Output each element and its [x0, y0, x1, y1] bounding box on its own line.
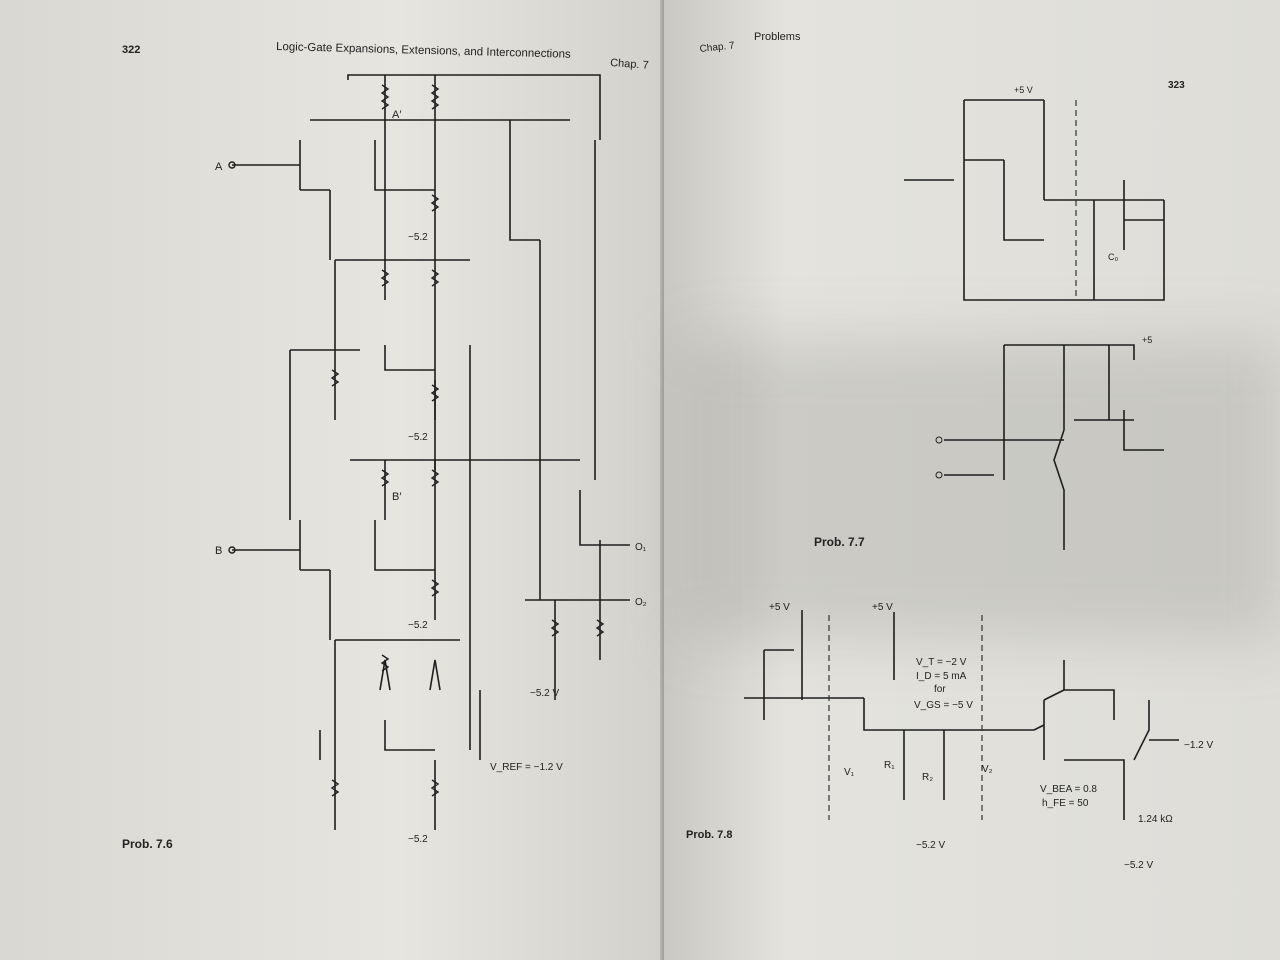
hfe-spec: h_FE = 50 — [1042, 798, 1089, 809]
supply-label: −5.2 V — [916, 840, 946, 851]
right-page: Chap. 7 Problems 323 +5 V C₀ +5 Prob. 7.… — [664, 0, 1280, 960]
output-1-label: O₁ — [635, 542, 647, 553]
supply-label: −5.2 — [408, 232, 428, 243]
supply-label: −5.2 — [408, 432, 428, 443]
vt-spec: V_T = −2 V — [916, 657, 967, 668]
section-title: Problems — [754, 31, 801, 43]
resistor-label: 1.24 kΩ — [1138, 814, 1173, 825]
node-a-prime-label: A′ — [392, 109, 401, 121]
chapter-label: Chap. 7 — [610, 57, 649, 72]
supply-label: +5 V — [1014, 85, 1033, 95]
problems-schematics: Chap. 7 Problems 323 +5 V C₀ +5 Prob. 7.… — [686, 31, 1214, 871]
left-page: 322 Logic-Gate Expansions, Extensions, a… — [0, 0, 668, 960]
shadow — [684, 340, 1280, 640]
vgs-spec: V_GS = −5 V — [914, 700, 973, 711]
vref-label: V_REF = −1.2 V — [490, 762, 563, 773]
running-head: Logic-Gate Expansions, Extensions, and I… — [276, 41, 571, 61]
supply-label: −5.2 — [408, 834, 428, 845]
supply-label: −5.2 — [408, 620, 428, 631]
for-label: for — [934, 684, 946, 695]
supply-label: −5.2 V — [1124, 860, 1154, 871]
vbea-spec: V_BEA = 0.8 — [1040, 784, 1097, 795]
output-2-label: O₂ — [635, 597, 647, 608]
r2-label: R₂ — [922, 772, 933, 783]
input-a-label: A — [215, 161, 223, 173]
chapter-label: Chap. 7 — [699, 40, 735, 55]
id-spec: I_D = 5 mA — [916, 671, 967, 682]
v1-label: V₁ — [844, 767, 855, 778]
supply-label: −5.2 V — [530, 688, 560, 699]
supply-label: +5 V — [872, 602, 893, 613]
prob-7-6-schematic: 322 Logic-Gate Expansions, Extensions, a… — [122, 41, 649, 851]
node-b-prime-label: B′ — [392, 491, 401, 503]
output-label: −1.2 V — [1184, 740, 1214, 751]
page-number: 322 — [122, 44, 140, 56]
supply-label: +5 V — [769, 602, 790, 613]
r1-label: R₁ — [884, 760, 895, 771]
input-b-label: B — [215, 545, 222, 557]
figure-caption: Prob. 7.8 — [686, 829, 732, 841]
figure-caption: Prob. 7.6 — [122, 837, 173, 851]
v2-label: V₂ — [982, 764, 993, 775]
page-number: 323 — [1168, 80, 1185, 91]
figure-caption: Prob. 7.7 — [814, 535, 865, 549]
capacitor-label: C₀ — [1108, 252, 1118, 262]
supply-label: +5 — [1142, 335, 1152, 345]
